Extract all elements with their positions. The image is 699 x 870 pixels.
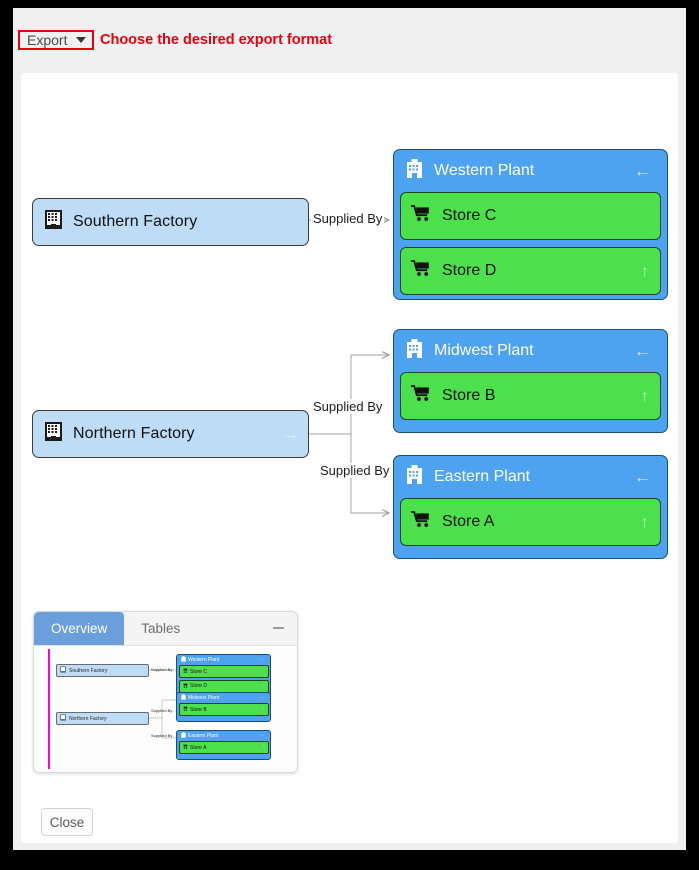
plant-building-icon	[406, 158, 423, 184]
viewport-marker[interactable]	[48, 649, 50, 769]
group-header-western-plant[interactable]: Western Plant ←	[400, 150, 661, 192]
minimap-group-midwest-plant[interactable]: Midwest Plant ← Store B ↑	[176, 692, 271, 722]
right-arrow-icon: →	[282, 424, 299, 444]
shopping-cart-icon	[411, 205, 431, 227]
node-label: Store A	[190, 744, 207, 751]
export-dropdown-button[interactable]: Export	[18, 30, 95, 50]
plant-building-icon	[180, 656, 186, 664]
node-store-c[interactable]: Store C	[400, 192, 661, 240]
node-label: Store C	[442, 207, 497, 224]
close-button-label: Close	[49, 814, 85, 830]
shopping-cart-icon	[182, 744, 188, 751]
minimap-header-eastern: Eastern Plant ←	[179, 731, 269, 741]
left-arrow-icon: ←	[260, 656, 266, 662]
plant-building-icon	[180, 732, 186, 740]
node-label: Eastern Plant	[434, 468, 531, 485]
node-store-b[interactable]: Store B ↑	[400, 372, 661, 420]
minimap-node-southern-factory[interactable]: Southern Factory	[56, 664, 149, 677]
node-label: Store D	[442, 262, 497, 279]
node-label: Western Plant	[188, 657, 220, 663]
left-arrow-icon[interactable]: ←	[634, 467, 651, 487]
group-western-plant[interactable]: Western Plant ← Store C	[393, 149, 668, 300]
node-southern-factory[interactable]: Southern Factory	[32, 198, 309, 246]
factory-building-icon	[44, 421, 63, 447]
node-label: Store B	[190, 706, 207, 713]
tab-label: Overview	[51, 621, 108, 636]
node-label: Store C	[190, 668, 207, 675]
up-arrow-icon[interactable]: ↑	[640, 512, 650, 532]
node-label: Store B	[442, 387, 496, 404]
minimap-node-store-d[interactable]: Store D ↑	[178, 679, 269, 693]
left-arrow-icon: ←	[260, 732, 266, 738]
minimap-header-western: Western Plant ←	[179, 655, 269, 665]
minimap-group-eastern-plant[interactable]: Eastern Plant ← Store A ↑	[176, 730, 271, 760]
minimap-tab-bar: Overview Tables	[34, 612, 297, 646]
shopping-cart-icon	[182, 668, 188, 675]
chevron-down-icon	[76, 37, 87, 43]
group-eastern-plant[interactable]: Eastern Plant ← Store A ↑	[393, 455, 668, 559]
node-label: Western Plant	[434, 162, 535, 179]
tab-overview[interactable]: Overview	[34, 612, 125, 645]
up-arrow-icon[interactable]: ↑	[640, 261, 650, 281]
minimap-header-midwest: Midwest Plant ←	[179, 693, 269, 703]
left-arrow-icon[interactable]: ←	[634, 161, 651, 181]
up-arrow-icon: ↑	[262, 682, 265, 689]
shopping-cart-icon	[411, 260, 431, 282]
minimap-viewport[interactable]: Southern Factory Northern Factory Suppli…	[34, 646, 297, 772]
diagram-canvas[interactable]: Supplied By Supplied By Supplied By Sout…	[21, 73, 678, 843]
tab-label: Tables	[141, 621, 181, 636]
left-arrow-icon[interactable]: ←	[634, 341, 651, 361]
node-label: Midwest Plant	[434, 342, 534, 359]
minimap-edge-label-2: Supplied By	[151, 708, 173, 713]
minimap-node-store-b[interactable]: Store B ↑	[178, 703, 269, 716]
minimap-node-store-a[interactable]: Store A ↑	[178, 741, 269, 754]
node-label: Eastern Plant	[188, 733, 219, 739]
node-store-a[interactable]: Store A ↑	[400, 498, 661, 546]
minimap-edge-label-1: Supplied By	[151, 667, 173, 672]
up-arrow-icon: ↑	[262, 744, 265, 750]
export-button-label: Export	[27, 32, 68, 48]
node-label: Midwest Plant	[188, 695, 220, 701]
node-label: Northern Factory	[73, 425, 195, 442]
minimap-connectors	[149, 669, 176, 739]
group-header-eastern-plant[interactable]: Eastern Plant ←	[400, 456, 661, 498]
factory-building-icon	[44, 209, 63, 235]
minimize-icon[interactable]	[273, 627, 284, 629]
edge-label-southern-western: Supplied By	[311, 211, 385, 226]
toolbar: Export Choose the desired export format	[13, 8, 686, 70]
node-label: Store A	[442, 513, 495, 530]
group-midwest-plant[interactable]: Midwest Plant ← Store B ↑	[393, 329, 668, 433]
minimap-node-northern-factory[interactable]: Northern Factory	[56, 712, 149, 725]
minimap-panel[interactable]: Overview Tables	[33, 611, 298, 773]
node-label: Northern Factory	[69, 715, 107, 722]
shopping-cart-icon	[182, 683, 188, 690]
node-label: Southern Factory	[73, 213, 198, 230]
shopping-cart-icon	[182, 706, 188, 713]
plant-building-icon	[406, 338, 423, 364]
node-northern-factory[interactable]: Northern Factory →	[32, 410, 309, 458]
tab-tables[interactable]: Tables	[124, 612, 197, 645]
edge-label-northern-midwest: Supplied By	[311, 399, 385, 414]
export-hint-text: Choose the desired export format	[100, 32, 333, 48]
factory-building-icon	[60, 666, 66, 675]
minimap-edge-label-3: Supplied By	[151, 733, 173, 738]
plant-building-icon	[180, 694, 186, 702]
shopping-cart-icon	[411, 511, 431, 533]
group-header-midwest-plant[interactable]: Midwest Plant ←	[400, 330, 661, 372]
factory-building-icon	[60, 714, 66, 723]
node-label: Southern Factory	[69, 667, 108, 674]
node-label: Store D	[190, 683, 207, 689]
plant-building-icon	[406, 464, 423, 490]
up-arrow-icon[interactable]: ↑	[640, 386, 650, 406]
shopping-cart-icon	[411, 385, 431, 407]
node-store-d[interactable]: Store D ↑	[400, 247, 661, 295]
up-arrow-icon: ↑	[262, 706, 265, 712]
application-window: Export Choose the desired export format …	[13, 8, 686, 850]
left-arrow-icon: ←	[260, 694, 266, 700]
edge-label-northern-eastern: Supplied By	[318, 463, 392, 478]
minimap-node-store-c[interactable]: Store C	[178, 665, 269, 678]
close-button[interactable]: Close	[41, 808, 93, 836]
